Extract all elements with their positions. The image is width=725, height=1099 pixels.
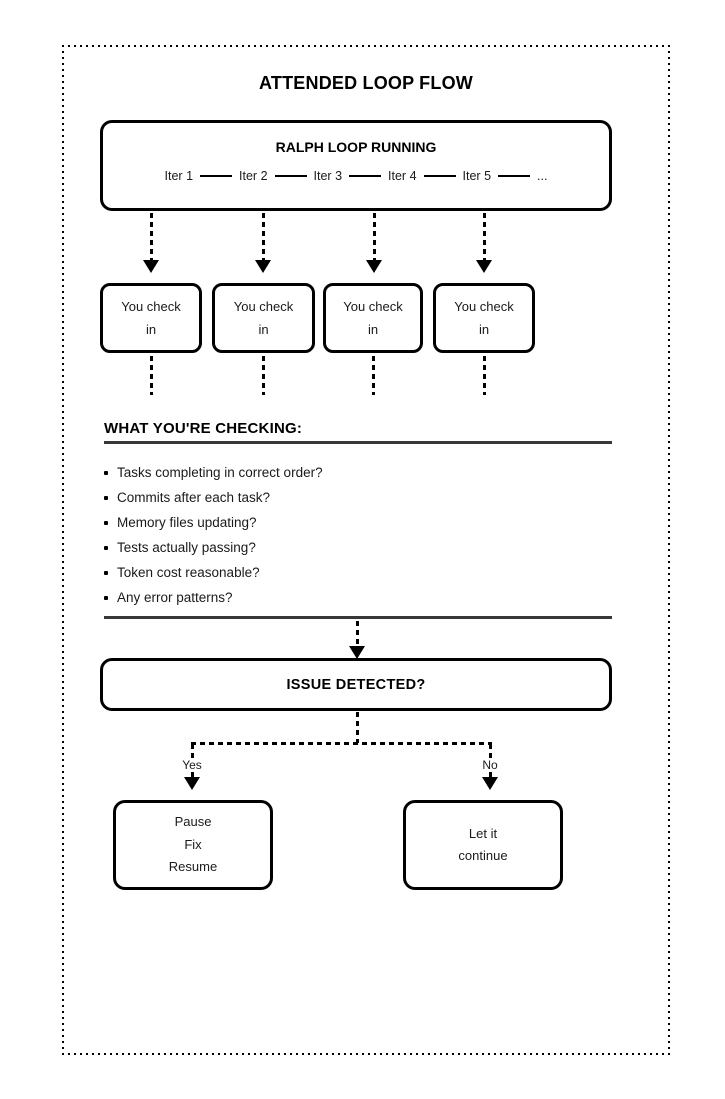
arrow-shaft [261,213,265,260]
page-border-bottom [62,1053,670,1055]
dashed-connector [262,356,265,395]
arrow-shaft [190,772,194,777]
bullet-icon [104,495,108,500]
arrow-head [366,260,382,273]
iteration-ellipsis: ... [537,169,548,183]
loop-box-title: RALPH LOOP RUNNING [275,139,437,155]
page-title: ATTENDED LOOP FLOW [259,73,473,93]
checklist-item: Commits after each task? [104,485,604,510]
arrow-head [482,777,498,790]
iter-connector-line [498,175,531,177]
checklist-item: Memory files updating? [104,510,604,535]
checklist-item: Token cost reasonable? [104,560,604,585]
node-ralph-loop-running: RALPH LOOP RUNNING Iter 1 Iter 2 Iter 3 … [100,120,612,211]
arrow-head [476,260,492,273]
arrow-down-icon [143,213,159,273]
arrow-down-icon [366,213,382,273]
iter-connector-line [423,175,456,177]
dashed-connector [488,744,492,758]
arrow-head [184,777,200,790]
checklist-heading: WHAT YOU'RE CHECKING: [104,420,303,437]
bullet-icon [104,470,108,475]
arrow-shaft [355,621,359,646]
iteration-timeline: Iter 1 Iter 2 Iter 3 Iter 4 Iter 5 ... [103,169,609,183]
node-you-check-in: You check in [100,283,202,353]
page-border [62,45,670,1055]
arrow-down-icon [255,213,271,273]
node-pause-fix-resume: Pause Fix Resume [113,800,273,890]
iter-connector-line [349,175,382,177]
arrow-down-icon [184,772,200,790]
outcome-line: Resume [168,859,218,875]
arrow-shaft [372,213,376,260]
arrow-shaft [488,772,492,777]
dashed-branch-line [190,742,492,745]
arrow-head [143,260,159,273]
iter-connector-line [200,175,233,177]
iteration-label: Iter 3 [313,169,343,183]
iteration-label: Iter 5 [462,169,492,183]
section-rule-top [104,441,612,444]
dashed-connector [355,712,359,743]
checklist-item-text: Token cost reasonable? [117,565,260,580]
checklist-item-text: Memory files updating? [117,515,257,530]
node-you-check-in: You check in [323,283,423,353]
checklist-item-text: Any error patterns? [117,590,233,605]
arrow-down-icon [482,772,498,790]
page-border-left [62,45,64,1055]
branch-label-no: No [482,758,498,772]
bullet-icon [104,570,108,575]
arrow-shaft [482,213,486,260]
checklist-item: Any error patterns? [104,585,604,610]
iteration-label: Iter 4 [388,169,417,183]
checklist-item-text: Tests actually passing? [117,540,256,555]
section-rule-bottom [104,616,612,619]
arrow-shaft [149,213,153,260]
arrow-down-icon [349,621,365,659]
arrow-head [255,260,271,273]
checklist-item-text: Tasks completing in correct order? [117,465,323,480]
node-issue-detected: ISSUE DETECTED? [100,658,612,711]
outcome-line: Pause [174,814,212,830]
page-border-top [62,45,670,47]
dashed-connector [371,356,375,395]
arrow-down-icon [476,213,492,273]
branch-label-yes: Yes [182,758,202,772]
checklist-item: Tests actually passing? [104,535,604,560]
node-you-check-in: You check in [212,283,315,353]
dashed-connector [190,744,194,758]
outcome-line: Fix [184,836,202,852]
outcome-line: continue [458,848,508,863]
node-you-check-in: You check in [433,283,535,353]
checklist-item-text: Commits after each task? [117,490,271,505]
node-let-it-continue: Let it continue [403,800,563,890]
outcome-line: Let it [468,825,498,841]
iteration-label: Iter 1 [164,169,194,183]
page-border-right [668,45,670,1055]
iteration-label: Iter 2 [239,169,268,183]
checklist: Tasks completing in correct order? Commi… [104,460,604,610]
bullet-icon [104,545,108,550]
bullet-icon [104,520,108,525]
dashed-connector [149,356,153,395]
checklist-item: Tasks completing in correct order? [104,460,604,485]
bullet-icon [104,595,108,600]
dashed-connector [482,356,486,395]
iter-connector-line [274,175,307,177]
arrow-head [349,646,365,659]
